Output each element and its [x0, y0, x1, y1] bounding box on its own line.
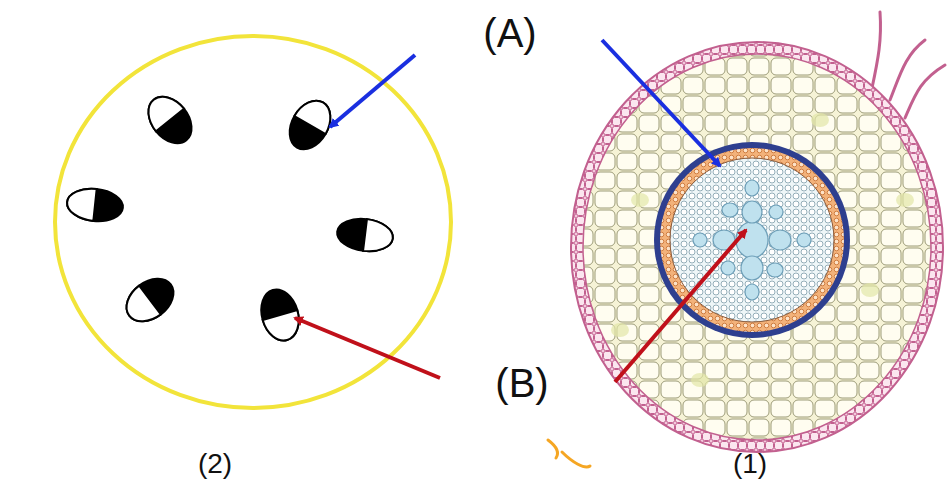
figure-number: (1) — [733, 450, 767, 478]
part-letter: (B) — [495, 363, 548, 403]
figure-number: (2) — [198, 450, 232, 478]
part-letter: (A) — [483, 13, 536, 53]
